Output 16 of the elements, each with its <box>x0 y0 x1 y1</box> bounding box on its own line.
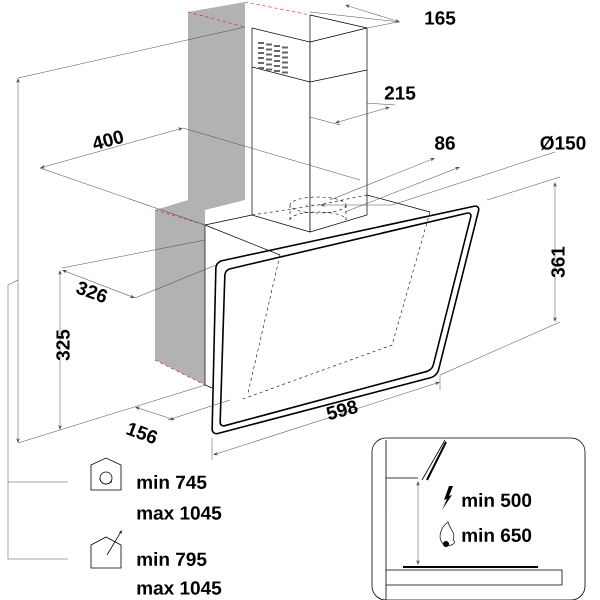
dimension-label: min 650 <box>462 528 532 542</box>
dimension-label: max 1045 <box>137 506 222 520</box>
dimension-label: 165 <box>425 11 456 25</box>
dimension-label: max 1045 <box>137 581 222 595</box>
dimension-label: min 500 <box>462 493 532 507</box>
dimension-label: 598 <box>326 400 358 420</box>
dimension-label: min 745 <box>137 475 206 489</box>
dimension-label: 361 <box>551 246 565 278</box>
dimension-label: 215 <box>384 86 416 100</box>
dimension-label: 156 <box>126 423 158 444</box>
dimension-label: 86 <box>435 136 455 150</box>
dimension-label: min 795 <box>137 552 206 566</box>
dimension-label: 326 <box>76 282 108 302</box>
dimension-label: 400 <box>93 130 124 149</box>
dimension-label: 325 <box>56 330 70 360</box>
dimension-label: Ø150 <box>540 136 586 150</box>
